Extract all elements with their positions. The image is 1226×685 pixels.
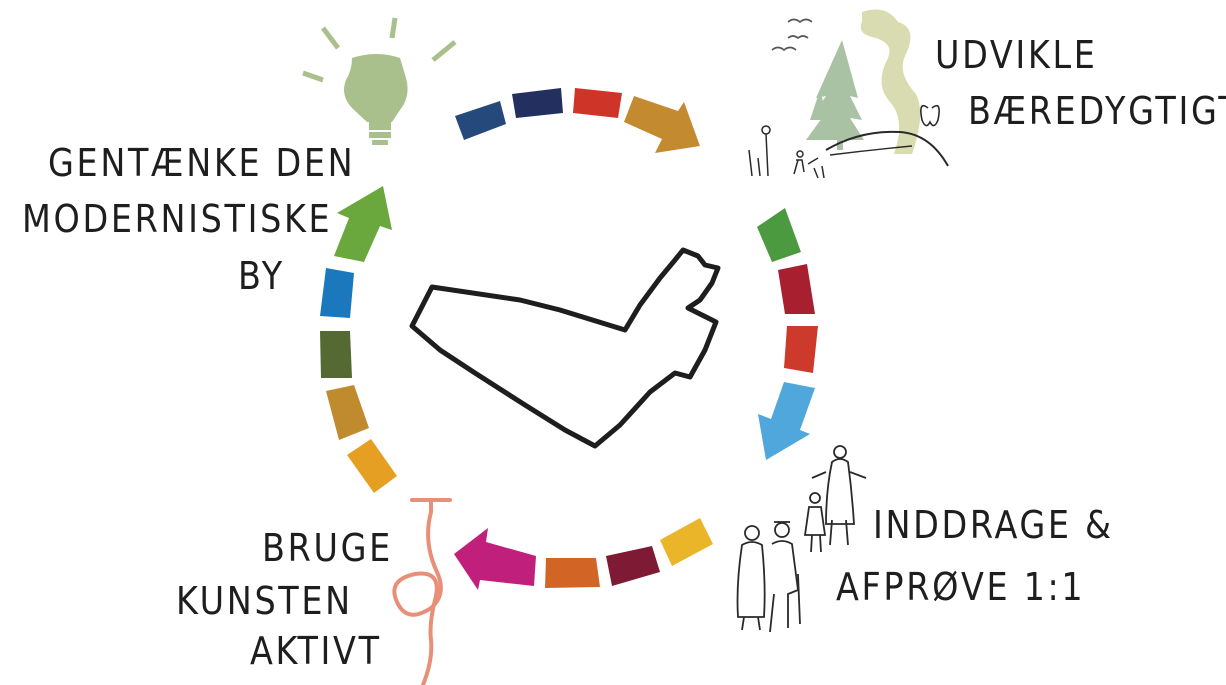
label-bottom-right-2: AFPRØVE 1:1 xyxy=(836,564,1085,610)
label-bottom-left-3: AKTIVT xyxy=(250,628,382,674)
label-bottom-left-2: KUNSTEN xyxy=(176,578,353,624)
rope-hook-icon xyxy=(392,498,452,685)
landscape-tree-icon xyxy=(748,9,949,179)
segment-maroon xyxy=(606,546,660,586)
segment-green xyxy=(757,208,801,262)
segment-orange xyxy=(545,558,600,588)
label-line: INDDRAGE & xyxy=(873,503,1114,547)
label-top-right-2: BÆREDYGTIGT xyxy=(968,88,1226,134)
segment-ochre xyxy=(326,385,369,440)
label-line: AFPRØVE 1:1 xyxy=(836,565,1086,609)
arrow-light-blue xyxy=(758,382,815,460)
segment-amber xyxy=(347,439,397,493)
label-line: MODERNISTISKE xyxy=(22,197,333,241)
label-line: BRUGE xyxy=(262,526,393,570)
arrow-gold xyxy=(624,96,700,153)
label-line: UDVIKLE xyxy=(935,33,1098,77)
segment-red-2 xyxy=(784,326,818,373)
label-line: BÆREDYGTIGT xyxy=(968,89,1226,133)
cycle-arc-bottom xyxy=(454,518,713,590)
site-outline-icon xyxy=(409,247,721,449)
segment-olive xyxy=(320,331,352,378)
cycle-arc-left xyxy=(320,186,397,493)
label-top-left-3: BY xyxy=(238,253,285,299)
arrow-magenta xyxy=(454,528,536,590)
cycle-arc-right xyxy=(757,208,818,460)
label-bottom-left: BRUGE xyxy=(262,525,393,571)
label-line: KUNSTEN xyxy=(176,579,353,623)
label-line: GENTÆNKE DEN xyxy=(48,141,356,185)
label-bottom-right: INDDRAGE & xyxy=(873,502,1114,548)
people-family-icon xyxy=(736,445,867,633)
cycle-arc-top xyxy=(455,88,700,153)
label-top-right: UDVIKLE xyxy=(935,32,1098,78)
segment-dark-blue xyxy=(455,101,506,140)
segment-blue xyxy=(320,268,354,318)
arrow-green xyxy=(334,186,392,262)
segment-crimson xyxy=(778,264,815,314)
segment-yellow xyxy=(660,518,713,566)
segment-navy xyxy=(512,88,563,118)
label-line: AKTIVT xyxy=(250,629,382,673)
segment-red xyxy=(573,88,622,118)
label-top-left: GENTÆNKE DEN xyxy=(48,140,355,186)
label-top-left-2: MODERNISTISKE xyxy=(22,196,332,242)
lightbulb-icon xyxy=(302,17,457,145)
label-line: BY xyxy=(238,254,285,298)
